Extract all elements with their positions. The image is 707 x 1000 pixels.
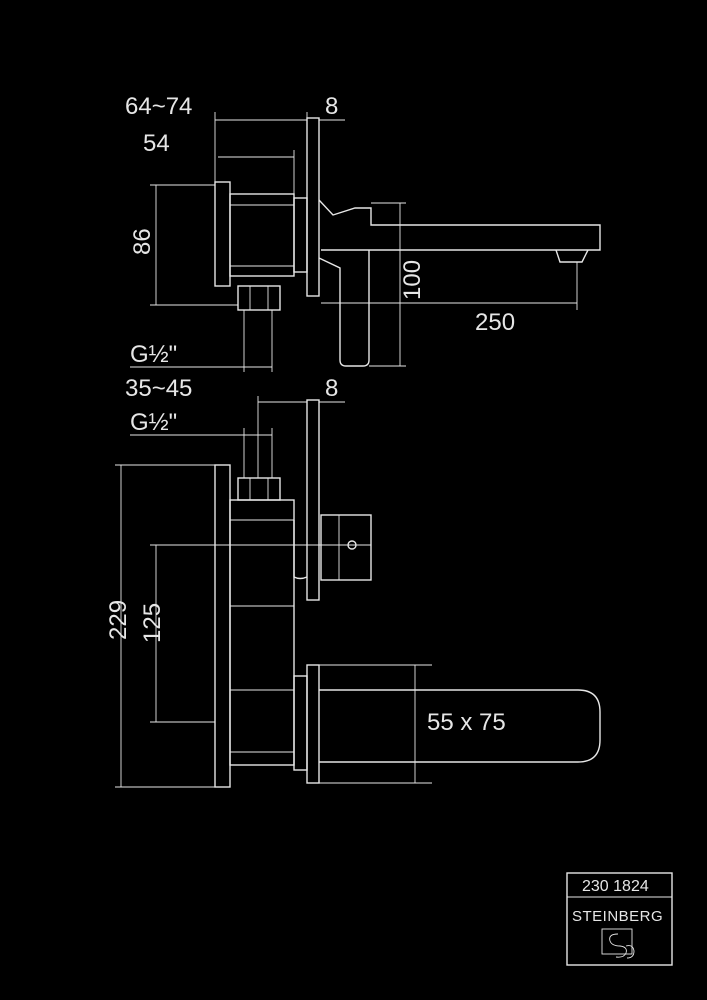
connector-nut-front [237,477,281,501]
title-block: 230 1824 STEINBERG [566,872,673,966]
install-box [229,499,295,766]
cartridge-housing [293,520,308,580]
dim-thread-front: G½" [130,409,177,436]
spout-outlet [555,249,589,263]
dim-plate-front: 8 [325,375,338,402]
spout-plate [306,664,320,784]
dim-depth-range: 64~74 [125,93,192,120]
valve-body [229,193,295,277]
dim-body-depth: 54 [143,130,170,157]
dim-overall-height: 229 [105,600,132,640]
wall-plate-front [306,399,320,601]
dim-plate-top: 8 [325,93,338,120]
dim-thread-top: G½" [130,341,177,368]
mounting-flange [214,181,231,287]
dim-plate-size: 55 x 75 [427,709,506,736]
spout-collar [293,675,308,771]
article-number: 230 1824 [582,878,649,895]
side-view: 64~74 8 54 86 100 250 G½" [125,93,601,372]
spout [318,199,601,251]
dim-spout-drop: 100 [399,260,426,300]
spout-front [319,689,601,763]
lever-handle [318,250,370,367]
dim-depth-range-front: 35~45 [125,375,192,402]
wall-plate [306,117,320,297]
dim-body-height: 86 [129,228,156,255]
handle-box [320,514,372,581]
dim-spacing: 125 [139,603,166,643]
title-block-frame [566,872,673,966]
install-box-flange [214,464,231,788]
front-view: 35~45 8 G½" 229 125 55 x 75 [105,375,601,788]
body-collar [293,197,308,273]
brand-name: STEINBERG [572,908,663,925]
connector-nut [237,285,281,311]
dim-spout-length: 250 [475,309,515,336]
steinberg-s-logo-icon [601,928,635,959]
